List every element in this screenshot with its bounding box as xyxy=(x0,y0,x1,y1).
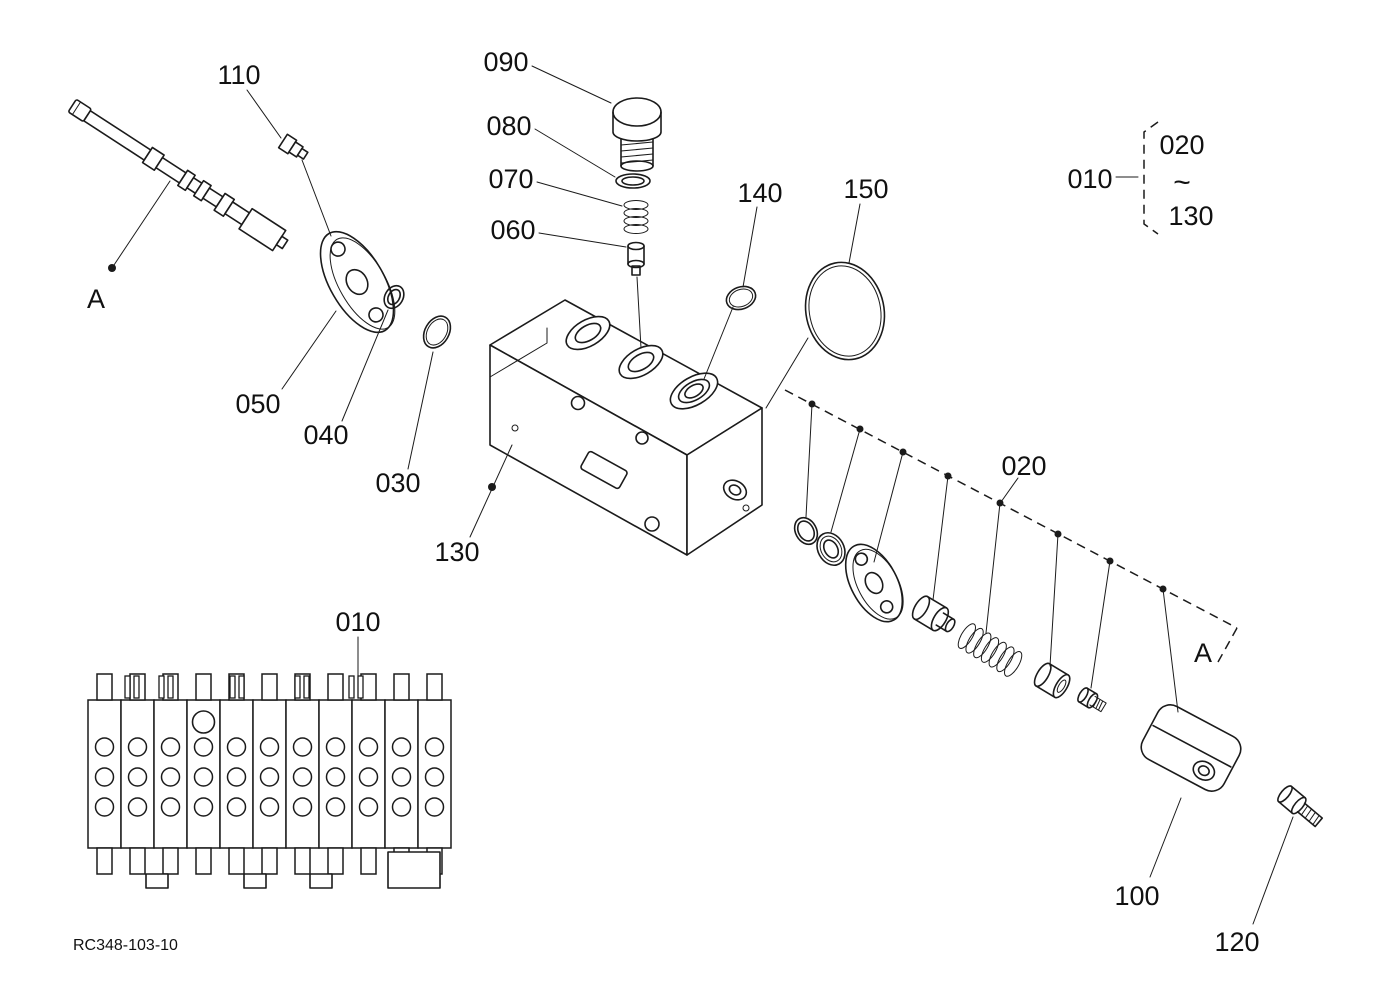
spring-seat-chain xyxy=(911,595,956,633)
callout-150: 150 xyxy=(843,174,888,204)
group-ref-range-end-130: 130 xyxy=(1168,201,1213,231)
callout-060: 060 xyxy=(490,215,535,245)
spring-chain xyxy=(957,623,1023,677)
callout-140: 140 xyxy=(737,178,782,208)
oring-080 xyxy=(615,173,651,189)
bolt-120 xyxy=(1277,785,1324,828)
callout-050: 050 xyxy=(235,389,280,419)
plug-090 xyxy=(612,97,662,172)
group-ref-parent-010: 010 xyxy=(1067,164,1112,194)
oring-040 xyxy=(383,284,405,310)
group-ref-range-start-020: 020 xyxy=(1159,130,1204,160)
callout-110: 110 xyxy=(217,60,260,90)
collar-chain xyxy=(1033,662,1071,699)
callout-120: 120 xyxy=(1214,927,1259,957)
oring-chain-1 xyxy=(793,516,819,546)
valve-body xyxy=(489,299,763,556)
spool-shaft xyxy=(68,99,289,252)
mounting-plate-050 xyxy=(319,230,396,334)
callout-070: 070 xyxy=(488,164,533,194)
callout-020: 020 xyxy=(1001,451,1046,481)
callout-090: 090 xyxy=(483,47,528,77)
end-cap-100 xyxy=(1140,704,1242,792)
callout-100: 100 xyxy=(1114,881,1159,911)
oring-140 xyxy=(725,285,757,311)
seal-washer-chain xyxy=(816,531,846,567)
detent-screw-110 xyxy=(277,133,309,160)
section-marker-a-right: A xyxy=(1194,638,1212,668)
plate-chain xyxy=(844,543,904,623)
drawing-code: RC348-103-10 xyxy=(73,937,178,954)
oring-030 xyxy=(422,315,452,349)
oring-150 xyxy=(804,261,886,361)
callout-080: 080 xyxy=(486,111,531,141)
spring-070 xyxy=(623,200,649,234)
callout-010-overview: 010 xyxy=(335,607,380,637)
poppet-060 xyxy=(627,241,645,276)
callout-030: 030 xyxy=(375,468,420,498)
screw-chain xyxy=(1077,687,1107,713)
point-markers xyxy=(108,264,1167,593)
section-marker-a-left: A xyxy=(87,284,105,314)
group-ref-separator: ~ xyxy=(1173,166,1191,199)
callout-leader-lines xyxy=(111,65,1294,925)
callout-130: 130 xyxy=(434,537,479,567)
callout-040: 040 xyxy=(303,420,348,450)
valve-bank-overview xyxy=(87,673,452,889)
